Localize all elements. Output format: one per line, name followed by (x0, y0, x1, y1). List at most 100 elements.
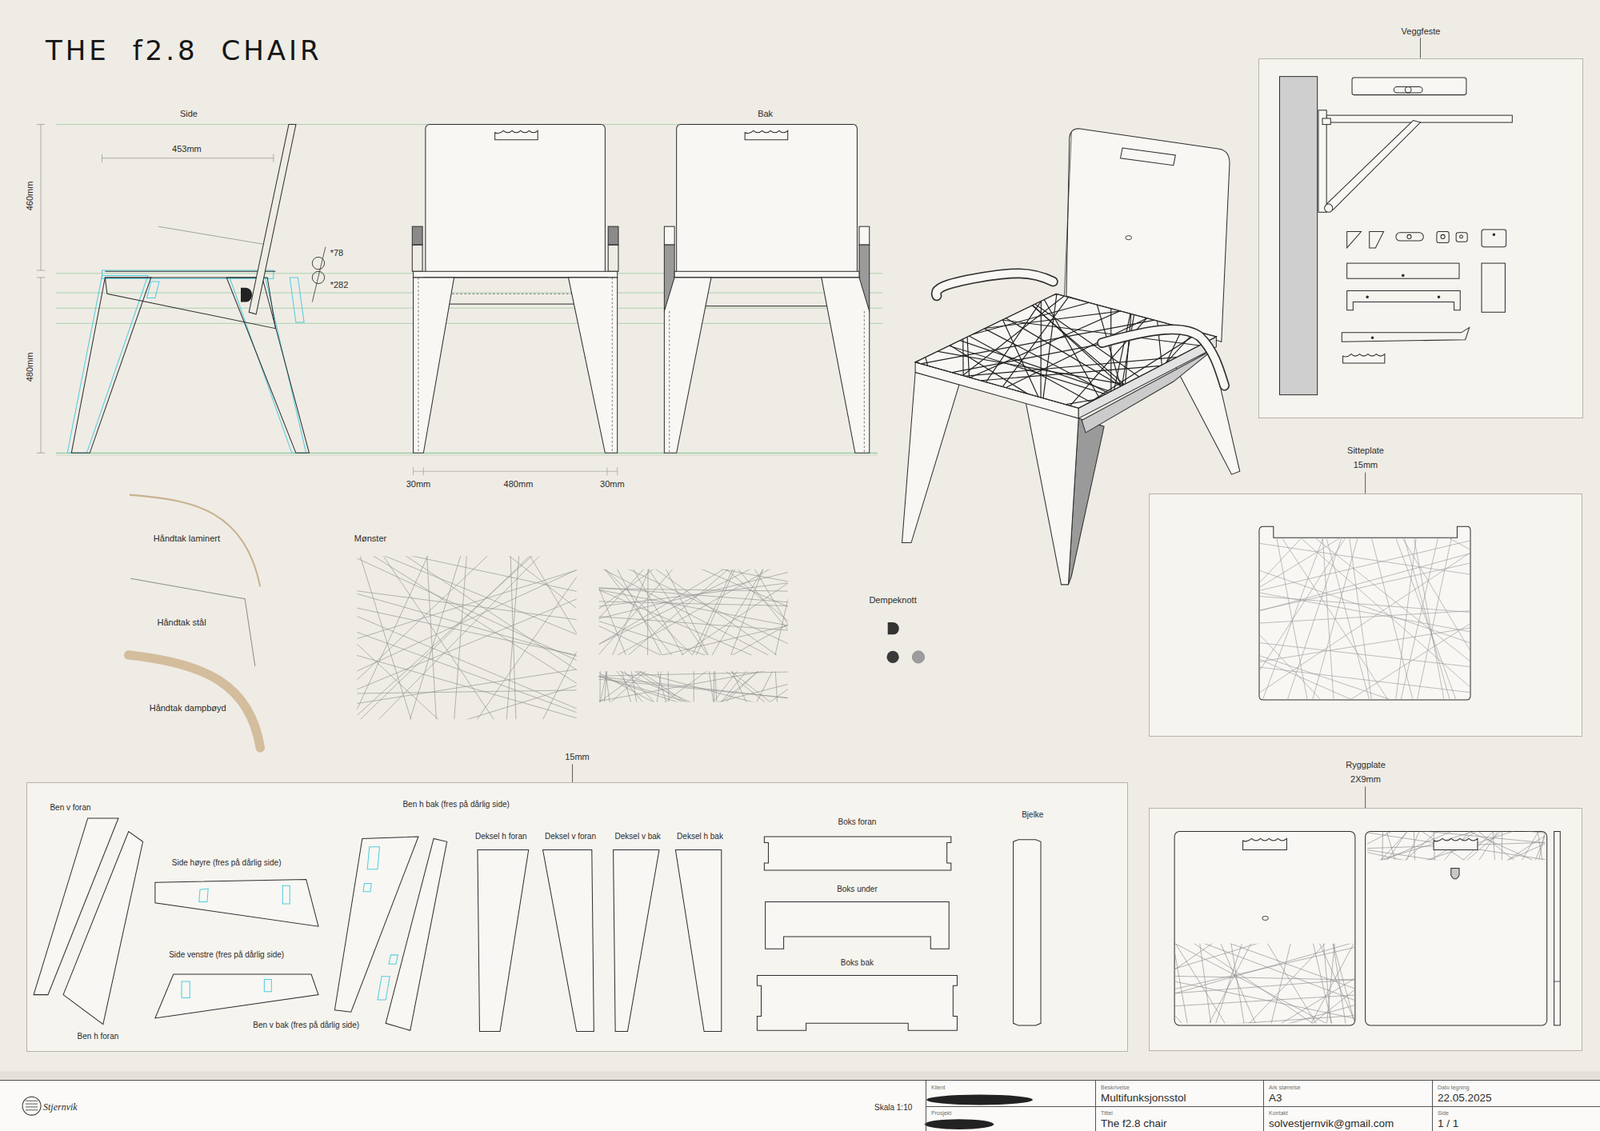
line-pattern (1301, 944, 1352, 1024)
view-label: Håndtak dampbøyd (148, 703, 228, 714)
line-pattern (1325, 537, 1471, 700)
line-pattern (1367, 832, 1545, 861)
cut-part (181, 981, 190, 998)
line-pattern (808, 0, 1276, 644)
wall-bracket (1341, 327, 1469, 342)
cut-part (33, 818, 1041, 1032)
sheet-ground (1148, 493, 1583, 737)
back-plate (1554, 981, 1561, 983)
back-view (674, 271, 860, 278)
line-pattern (1470, 832, 1545, 861)
line-pattern (599, 671, 788, 702)
line-pattern (599, 579, 788, 622)
line-pattern (811, 0, 1026, 732)
handle-variant (128, 655, 261, 748)
line-pattern (1035, 0, 1210, 760)
front-view (412, 124, 619, 476)
damper-knob (888, 622, 900, 635)
line-pattern (1367, 832, 1545, 861)
part-name: Ben h bak (fres på dårlig side) (400, 800, 511, 811)
line-pattern (632, 671, 690, 702)
line-pattern (1483, 832, 1506, 861)
side-view (104, 271, 276, 272)
line-pattern (599, 671, 788, 702)
line-pattern (599, 569, 788, 628)
back-view (676, 124, 858, 276)
line-pattern (675, 277, 1500, 384)
line-pattern (1259, 537, 1471, 700)
cut-part (282, 885, 290, 904)
line-pattern (1259, 537, 1364, 700)
line-pattern (1174, 944, 1356, 1024)
line-pattern (621, 569, 788, 656)
line-pattern (1259, 537, 1471, 700)
line-pattern (599, 671, 788, 702)
back-view (744, 130, 788, 140)
line-pattern (1174, 944, 1229, 1024)
line-pattern (356, 556, 576, 710)
panel-box: Sitteplate15mm (1148, 493, 1583, 737)
line-pattern (599, 569, 788, 656)
cut-part (477, 850, 529, 1032)
line-pattern (599, 569, 788, 656)
line-pattern (599, 671, 788, 702)
line-pattern (599, 569, 788, 656)
line-pattern (1367, 832, 1496, 861)
front-view (412, 226, 423, 245)
line-pattern (599, 569, 788, 656)
title-block-cell: Side1 / 1 (1432, 1106, 1600, 1131)
front-view (425, 124, 605, 276)
line-pattern (1259, 537, 1471, 700)
side-view (36, 270, 45, 272)
line-pattern (1259, 537, 1420, 700)
side-view (40, 124, 42, 271)
line-pattern (643, 671, 788, 702)
cut-part (155, 974, 319, 1019)
field-value: 22.05.2025 (1437, 1092, 1492, 1105)
view-label: *282 (328, 280, 351, 291)
title-block-art (22, 1096, 41, 1116)
back-plate (938, 634, 1600, 1131)
cut-part (155, 879, 319, 927)
line-pattern (614, 72, 1292, 554)
side-view (289, 277, 304, 323)
cut-part (388, 955, 398, 964)
line-pattern (599, 671, 788, 702)
side-view (240, 288, 252, 303)
back-view (821, 277, 870, 453)
panel-heading: Sitteplate (1149, 445, 1582, 456)
wall-bracket (1404, 86, 1412, 93)
pattern-sample (2, 228, 1038, 1102)
line-pattern (1367, 832, 1545, 861)
view-label: *78 (328, 248, 346, 259)
line-pattern (599, 671, 788, 702)
back-view (668, 311, 670, 453)
title-block-art (926, 1095, 1033, 1106)
line-pattern (356, 556, 576, 720)
chair-perspective (1025, 400, 1079, 585)
line-pattern (1367, 832, 1545, 861)
cut-part (377, 976, 390, 1000)
handle-variant (130, 578, 256, 667)
chair-perspective (1064, 132, 1072, 296)
view-label: Side (178, 108, 200, 119)
line-pattern (356, 556, 576, 720)
line-pattern (1056, 0, 1196, 770)
line-pattern (599, 569, 788, 656)
side-view (272, 154, 274, 163)
title-block-art (924, 1119, 995, 1130)
sheet-ground (26, 782, 1128, 1052)
panel-box: Ryggplate2X9mm (1148, 808, 1583, 1052)
line-pattern (409, 556, 454, 720)
view-label: Håndtak laminert (152, 533, 222, 544)
line-pattern (599, 569, 788, 656)
field-label: Klient (931, 1084, 946, 1092)
wall-bracket (1347, 263, 1460, 279)
view-label: 480mm (502, 478, 536, 489)
line-pattern (599, 671, 788, 702)
front-view (608, 226, 619, 245)
title-block-art (25, 1106, 38, 1108)
wall-bracket (1279, 76, 1512, 396)
line-pattern (599, 569, 780, 656)
